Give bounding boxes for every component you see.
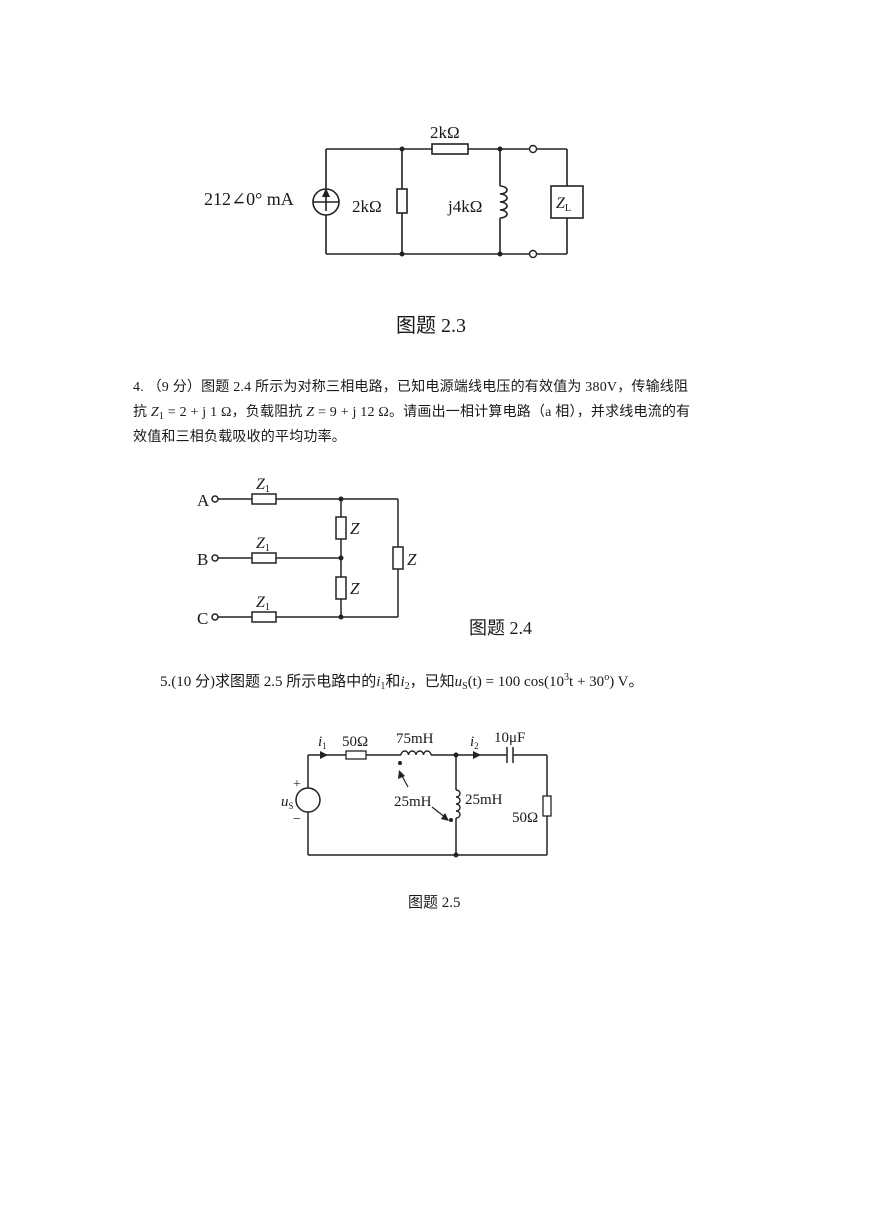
problem-4-line-3: 效值和三相负载吸收的平均功率。	[133, 430, 346, 445]
z1-resistor-b	[251, 552, 277, 564]
z1-label-a: Z1	[256, 476, 270, 495]
z1-label-c: Z1	[256, 594, 270, 613]
r1-label: 50Ω	[342, 734, 368, 750]
z-label-bc: Z	[350, 579, 360, 598]
inductor-label: j4kΩ	[447, 197, 482, 216]
resistor-50-ohm-shunt	[542, 795, 552, 817]
inductor-25mh	[455, 789, 461, 819]
z-load-ab	[335, 516, 347, 540]
coupling-dot-2	[449, 818, 453, 822]
terminal-c	[211, 613, 219, 621]
terminal-top	[528, 144, 538, 154]
z1-resistor-a	[251, 493, 277, 505]
problem-4-line-1: 4. （9 分）图题 2.4 所示为对称三相电路，已知电源端线电压的有效值为 3…	[133, 380, 689, 395]
mutual-label: 25mH	[394, 794, 432, 810]
l2-label: 25mH	[465, 792, 503, 808]
node-a-label: A	[197, 491, 210, 510]
resistor-50-ohm-series	[345, 750, 367, 760]
l1-label: 75mH	[396, 731, 434, 747]
z-load-bc	[335, 576, 347, 600]
figure-2-3-caption: 图题 2.3	[396, 315, 466, 337]
voltage-source-symbol	[295, 787, 321, 813]
i1-label: i1	[318, 734, 327, 751]
terminal-bottom	[528, 249, 538, 259]
r2-label: 50Ω	[512, 810, 538, 826]
problem-4-line-2: 抗 Z1 = 2 + j 1 Ω，负载阻抗 Z = 9 + j 12 Ω。请画出…	[133, 405, 691, 422]
coupling-dot-1	[398, 761, 402, 765]
source-label: 212∠0° mA	[204, 189, 294, 209]
load-box	[550, 185, 584, 219]
i1-arrow	[320, 751, 328, 759]
node-b-label: B	[197, 550, 208, 569]
z-load-ca	[392, 546, 404, 570]
z1-resistor-c	[251, 611, 277, 623]
z1-label-b: Z1	[256, 535, 270, 554]
series-resistor-label: 2kΩ	[430, 123, 460, 142]
figure-2-5-caption: 图题 2.5	[408, 895, 461, 911]
shunt-resistor-label: 2kΩ	[352, 197, 382, 216]
terminal-a	[211, 495, 219, 503]
load-label: ZL	[556, 195, 571, 214]
inductor-75mh	[400, 750, 432, 756]
shunt-inductor	[499, 185, 508, 219]
c1-label: 10μF	[494, 730, 525, 746]
z-label-ab: Z	[350, 519, 360, 538]
figure-2-4-caption: 图题 2.4	[469, 618, 532, 638]
problem-5-statement: 5.(10 分)求图题 2.5 所示电路中的i1和i2，已知uS(t) = 10…	[160, 672, 644, 692]
node-c-label: C	[197, 609, 208, 628]
plus-label: +	[293, 777, 301, 792]
i2-arrow	[473, 751, 481, 759]
us-label: uS	[281, 794, 294, 811]
shunt-resistor	[396, 188, 408, 214]
series-resistor	[431, 143, 469, 155]
i2-label: i2	[470, 734, 479, 751]
terminal-b	[211, 554, 219, 562]
minus-label: −	[293, 812, 301, 827]
z-label-ca: Z	[407, 550, 417, 569]
